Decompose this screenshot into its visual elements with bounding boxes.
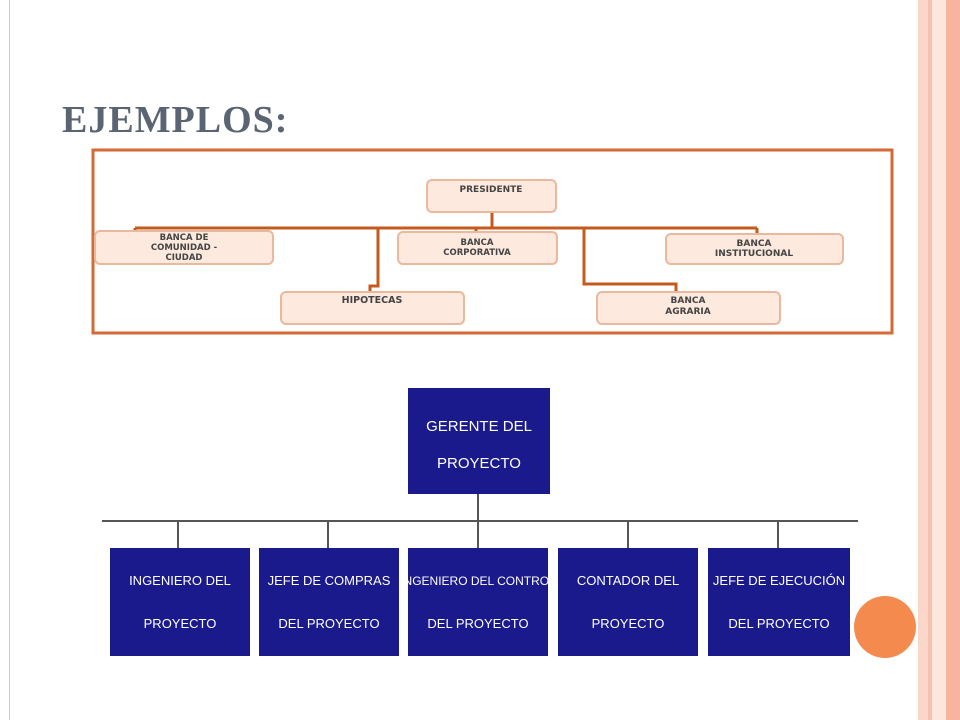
chart-2-node: JEFE DE EJECUCIÓN DEL PROYECTO <box>708 548 850 656</box>
right-decor-band <box>928 0 932 720</box>
chart-1-node-label: AGRARIA <box>665 307 711 317</box>
chart-2-node-label: JEFE DE EJECUCIÓN <box>713 573 845 588</box>
chart-1-node: BANCA CORPORATIVA <box>397 231 558 265</box>
right-decor-band <box>932 0 946 720</box>
chart-2-node: CONTADOR DEL PROYECTO <box>558 548 698 656</box>
chart-2-node: JEFE DE COMPRAS DEL PROYECTO <box>259 548 399 656</box>
chart-1-node-label: HIPOTECAS <box>342 295 403 306</box>
chart-2-node-label: PROYECTO <box>592 616 665 631</box>
right-decor-band <box>918 0 928 720</box>
chart-2-node-label: INGENIERO DEL CONTROL <box>400 574 556 588</box>
chart-2-node-label: DEL PROYECTO <box>728 616 829 631</box>
chart-1-node: BANCA DE COMUNIDAD - CIUDAD <box>94 230 274 265</box>
chart-2-node-label: INGENIERO DEL <box>129 573 231 588</box>
chart-2-node-label: JEFE DE COMPRAS <box>268 573 391 588</box>
chart-2-connectors <box>102 494 858 548</box>
chart-1-node-label: BANCA <box>671 296 706 306</box>
chart-2-node-label: DEL PROYECTO <box>427 616 528 631</box>
chart-1-node-label: BANCA DE <box>160 233 209 243</box>
chart-1-root-box: PRESIDENTE <box>426 179 557 213</box>
slide-title: EJEMPLOS: <box>62 99 289 141</box>
chart-2-node: INGENIERO DEL PROYECTO <box>110 548 250 656</box>
right-decor-band <box>946 0 960 720</box>
chart-1-node-label: CIUDAD <box>166 253 203 263</box>
chart-2-root-label: GERENTE DEL <box>426 418 532 435</box>
chart-2-node-label: DEL PROYECTO <box>278 616 379 631</box>
decorative-orb <box>854 596 916 658</box>
chart-2-node-label: PROYECTO <box>144 616 217 631</box>
left-margin-rule <box>9 0 10 720</box>
chart-2-node-label: CONTADOR DEL <box>577 573 679 588</box>
chart-1-node-label: INSTITUCIONAL <box>715 249 793 259</box>
chart-1-node: HIPOTECAS <box>280 291 465 325</box>
chart-1-node: BANCA AGRARIA <box>596 291 781 325</box>
chart-1-root-label: PRESIDENTE <box>460 185 523 195</box>
chart-1-node-label: COMUNIDAD - <box>151 243 218 253</box>
chart-1-connectors <box>133 212 759 292</box>
chart-1-node: BANCA INSTITUCIONAL <box>665 233 844 265</box>
chart-1-node-label: BANCA <box>737 239 772 249</box>
chart-2-root-label: PROYECTO <box>437 455 521 472</box>
chart-2-root-box: GERENTE DEL PROYECTO <box>408 388 550 494</box>
chart-1-node-label: BANCA <box>461 238 494 248</box>
chart-1-node-label: CORPORATIVA <box>443 248 511 258</box>
chart-2-node: INGENIERO DEL CONTROL DEL PROYECTO <box>400 548 556 656</box>
